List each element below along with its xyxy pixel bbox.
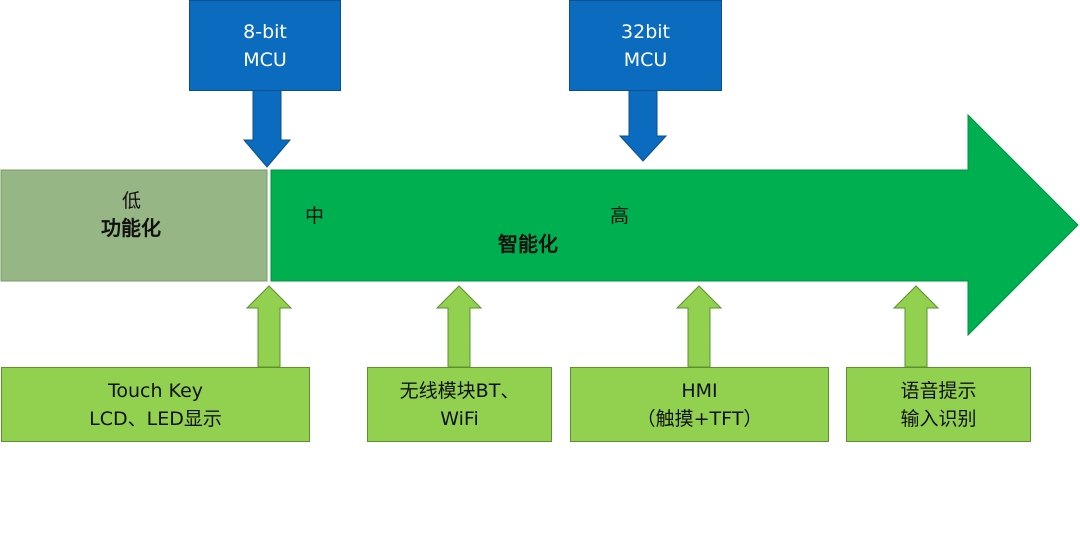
low-stage-box bbox=[0, 169, 268, 282]
mcu-8bit-box: 8-bit MCU bbox=[189, 0, 341, 91]
smart-stage-name: 智能化 bbox=[498, 232, 558, 256]
feature-hmi-box: HMI （触摸+TFT） bbox=[570, 367, 829, 442]
feature-1-line2: LCD、LED显示 bbox=[89, 407, 222, 430]
feature-1-up-arrow bbox=[245, 285, 293, 368]
feature-4-line2: 输入识别 bbox=[900, 407, 977, 430]
feature-1-line1: Touch Key bbox=[107, 379, 204, 402]
mcu-8bit-down-arrow bbox=[242, 89, 292, 168]
smart-arrow bbox=[270, 113, 1079, 337]
mid-level-label: 中 bbox=[305, 205, 325, 227]
feature-voice-box: 语音提示 输入识别 bbox=[846, 367, 1031, 442]
feature-wireless-box: 无线模块BT、 WiFi bbox=[367, 367, 552, 442]
feature-3-line1: HMI bbox=[681, 379, 718, 402]
mcu-8bit-line2: MCU bbox=[243, 48, 287, 71]
feature-4-up-arrow bbox=[892, 285, 940, 368]
mcu-32bit-line2: MCU bbox=[623, 48, 668, 71]
feature-touch-lcd-box: Touch Key LCD、LED显示 bbox=[1, 367, 310, 442]
low-stage-name: 功能化 bbox=[101, 216, 161, 240]
mcu-8bit-line1: 8-bit bbox=[243, 20, 287, 43]
mcu-32bit-box: 32bit MCU bbox=[569, 0, 722, 91]
feature-2-up-arrow bbox=[435, 285, 483, 368]
high-level-label: 高 bbox=[610, 205, 630, 227]
feature-3-line2: （触摸+TFT） bbox=[636, 407, 763, 430]
mcu-32bit-line1: 32bit bbox=[621, 20, 670, 43]
feature-4-line1: 语音提示 bbox=[900, 379, 977, 402]
feature-3-up-arrow bbox=[675, 285, 723, 368]
mcu-32bit-down-arrow bbox=[618, 89, 668, 162]
feature-2-line1: 无线模块BT、 bbox=[399, 379, 520, 402]
feature-2-line2: WiFi bbox=[440, 407, 479, 430]
low-level-label: 低 bbox=[122, 190, 142, 212]
